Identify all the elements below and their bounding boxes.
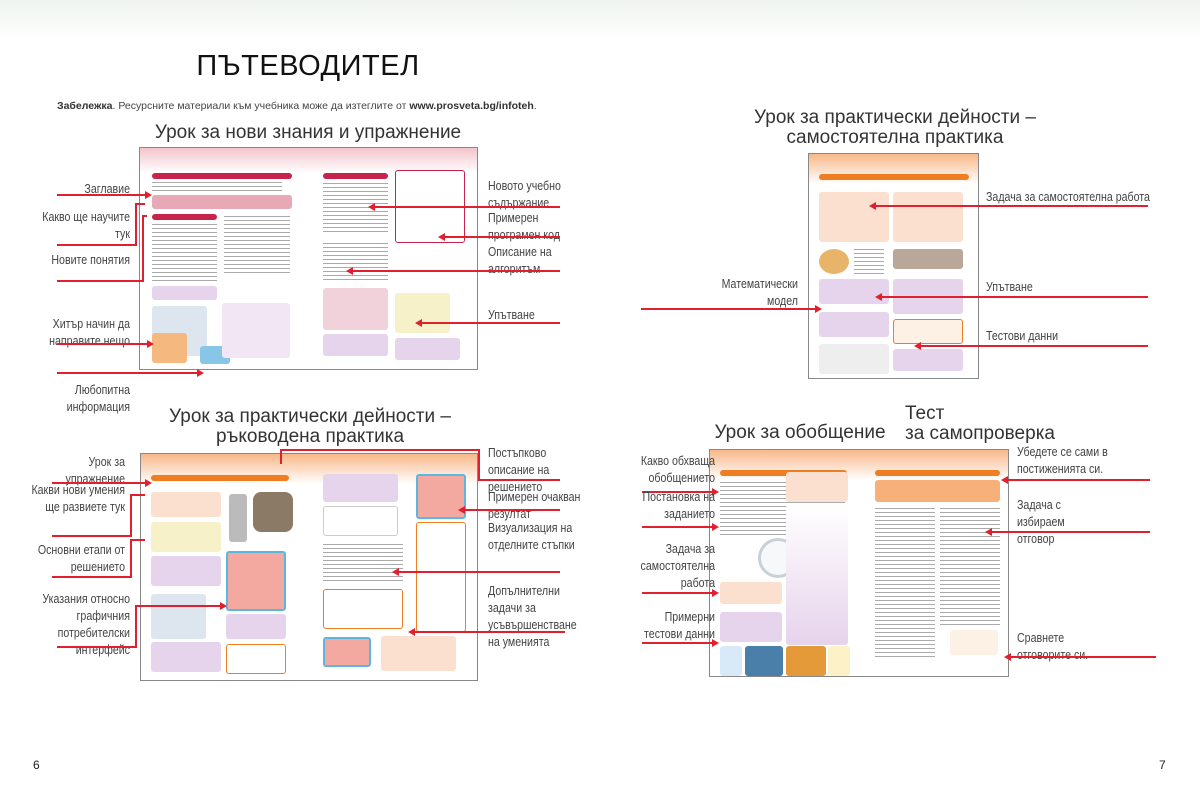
label-compare-answers: Сравнете отговорите си. xyxy=(1017,631,1089,662)
page-number-right: 7 xyxy=(1159,758,1166,772)
label-sample-code: Примерен програмен код xyxy=(488,211,560,242)
label-new-concepts: Новите понятия xyxy=(51,253,130,267)
label-independent-task: Задача за самостоятелна работа xyxy=(986,190,1150,204)
label-gui-notes: Указания относно графичния потребителски… xyxy=(42,592,130,657)
lesson-spread-thumbnail xyxy=(139,147,478,370)
label-summary-scope: Какво обхваща обобщението xyxy=(640,454,715,485)
label-guidance-2: Упътване xyxy=(986,280,1033,294)
top-band xyxy=(0,0,1200,40)
page-number-left: 6 xyxy=(33,758,40,772)
label-new-skills: Какви нови умения ще развиете тук xyxy=(31,483,125,514)
resource-note: Забележка. Ресурсните материали към учеб… xyxy=(57,100,537,112)
label-task-setting: Постановка на заданието xyxy=(642,490,715,521)
label-what-you-learn: Какво ще научите тук xyxy=(42,210,130,241)
label-main-stages: Основни етапи от решението xyxy=(37,543,126,574)
label-independent-task-2: Задача за самостоятелна работа xyxy=(640,542,715,590)
label-check-achievements: Убедете се сами в постиженията си. xyxy=(1017,445,1108,476)
heading-line-1: Урок за практически дейности – xyxy=(169,406,451,427)
label-multiple-choice: Задача с избираем отговор xyxy=(1017,498,1065,546)
page-title: ПЪТЕВОДИТЕЛ xyxy=(196,50,420,82)
heading-line-2: самостоятелна практика xyxy=(786,127,1004,148)
lesson-spread-thumbnail xyxy=(709,449,1009,677)
heading-line-1: Тест xyxy=(905,403,945,424)
label-guidance: Упътване xyxy=(488,308,535,322)
heading-line-1: Урок за практически дейности – xyxy=(754,107,1036,128)
label-sample-test-data: Примерни тестови данни xyxy=(644,610,715,641)
resource-link[interactable]: www.prosveta.bg/infoteh xyxy=(409,100,534,112)
label-expected-result: Примерен очакван резултат xyxy=(488,490,581,521)
label-title: Заглавие xyxy=(84,182,130,196)
note-label: Забележка xyxy=(57,100,113,112)
note-text: . Ресурсните материали към учебника може… xyxy=(112,100,410,112)
section-heading-new-knowledge: Урок за нови знания и упражнение xyxy=(154,122,462,143)
label-test-data: Тестови данни xyxy=(986,329,1059,343)
label-extra-tasks: Допълнителни задачи за усъвършенстване н… xyxy=(488,584,577,649)
label-math-model: Математически модел xyxy=(721,277,798,308)
section-heading-independent: Урок за практически дейности –самостояте… xyxy=(700,108,1090,148)
label-step-by-step: Постъпково описание на решението xyxy=(488,446,550,494)
section-heading-guided: Урок за практически дейности –ръководена… xyxy=(100,407,520,447)
label-visualization: Визуализация на отделните стъпки xyxy=(488,521,575,552)
label-algorithm: Описание на алгоритъм xyxy=(488,245,552,276)
lesson-page-thumbnail xyxy=(808,153,979,379)
heading-line-2: за самопроверка xyxy=(905,423,1055,444)
lesson-spread-thumbnail xyxy=(140,453,478,681)
heading-line-2: ръководена практика xyxy=(215,426,405,447)
note-end: . xyxy=(533,100,537,112)
label-curious-info: Любопитна информация xyxy=(66,383,130,414)
section-heading-summary: Урок за обобщение xyxy=(714,422,886,443)
